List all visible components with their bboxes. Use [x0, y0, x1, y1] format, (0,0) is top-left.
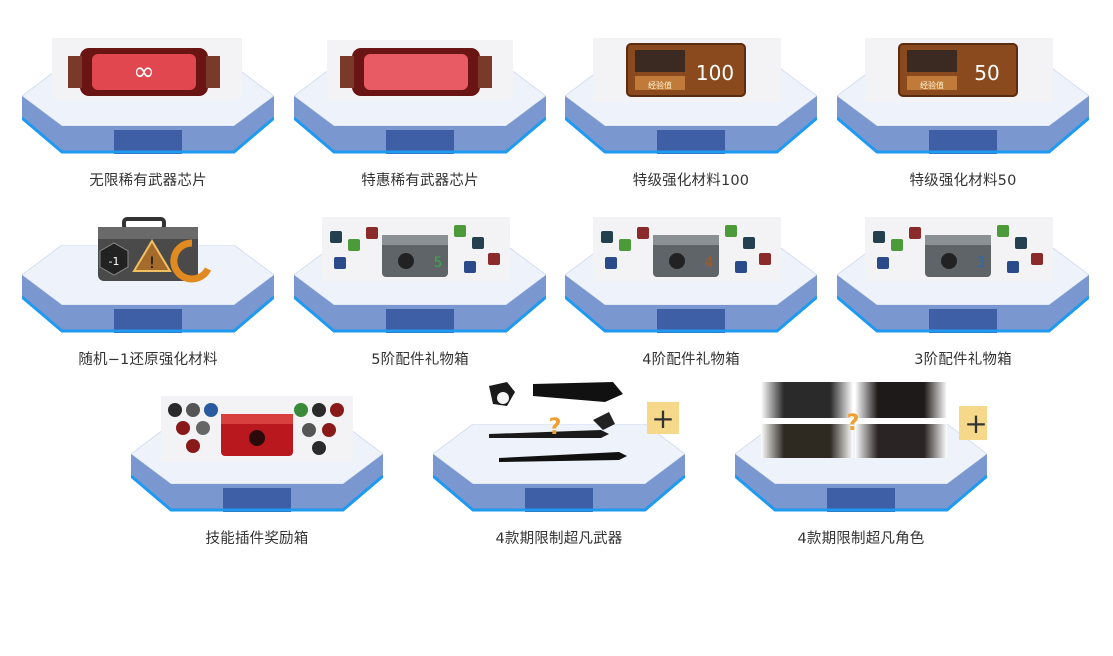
- reward-item-3[interactable]: 100 经验值 特级强化材料100: [565, 38, 817, 198]
- item-label: 4阶配件礼物箱: [642, 352, 740, 368]
- reward-item-8[interactable]: 3 3阶配件礼物箱: [837, 217, 1089, 377]
- svg-text:!: !: [149, 253, 155, 272]
- reward-item-11[interactable]: ? + 4款期限制超凡角色: [735, 382, 987, 556]
- item-label: 5阶配件礼物箱: [371, 352, 469, 368]
- reward-item-10[interactable]: ? + 4款期限制超凡武器: [433, 382, 685, 556]
- item-label: 随机−1还原强化材料: [78, 352, 218, 368]
- reward-item-4[interactable]: 50 经验值 特级强化材料50: [837, 38, 1089, 198]
- svg-text:∞: ∞: [133, 57, 155, 87]
- svg-text:经验值: 经验值: [920, 80, 944, 90]
- item-label: 特级强化材料50: [909, 173, 1017, 189]
- toolbox-100-icon: 100 经验值: [593, 38, 781, 102]
- svg-text:100: 100: [696, 61, 734, 85]
- restore-case-icon: ! -1: [98, 217, 212, 283]
- characters-question-icon: ? +: [761, 382, 987, 458]
- item-label: 技能插件奖励箱: [205, 531, 309, 547]
- svg-text:50: 50: [974, 61, 999, 85]
- plus-icon: +: [651, 402, 674, 435]
- parts-box-4-icon: 4: [593, 217, 781, 281]
- reward-item-2[interactable]: 特惠稀有武器芯片: [294, 38, 546, 198]
- weapons-question-icon: ? +: [489, 382, 679, 462]
- item-label: 特惠稀有武器芯片: [361, 173, 479, 189]
- item-label: 4款期限制超凡武器: [495, 531, 623, 547]
- reward-item-7[interactable]: 4 4阶配件礼物箱: [565, 217, 817, 377]
- reward-item-9[interactable]: 技能插件奖励箱: [131, 396, 383, 556]
- svg-text:?: ?: [549, 415, 562, 440]
- skill-box-icon: [161, 396, 353, 462]
- reward-item-6[interactable]: 5 5阶配件礼物箱: [294, 217, 546, 377]
- reward-item-5[interactable]: ! -1 随机−1还原强化材料: [22, 217, 274, 377]
- item-label: 4款期限制超凡角色: [797, 531, 925, 547]
- svg-text:-1: -1: [109, 255, 120, 268]
- infinity-chip-icon: ∞: [52, 38, 242, 100]
- svg-text:4: 4: [705, 255, 714, 271]
- plus-icon: +: [964, 407, 987, 440]
- pedestal: [433, 424, 685, 512]
- svg-text:经验值: 经验值: [648, 80, 672, 90]
- red-chip-icon: [327, 40, 513, 100]
- toolbox-50-icon: 50 经验值: [865, 38, 1053, 102]
- svg-text:5: 5: [434, 255, 443, 271]
- svg-text:?: ?: [847, 411, 860, 436]
- item-label: 3阶配件礼物箱: [914, 352, 1012, 368]
- item-label: 无限稀有武器芯片: [89, 173, 207, 189]
- item-label: 特级强化材料100: [632, 173, 750, 189]
- parts-box-3-icon: 3: [865, 217, 1053, 281]
- svg-text:3: 3: [977, 255, 986, 271]
- parts-box-5-icon: 5: [322, 217, 510, 281]
- reward-item-1[interactable]: ∞ 无限稀有武器芯片: [22, 38, 274, 198]
